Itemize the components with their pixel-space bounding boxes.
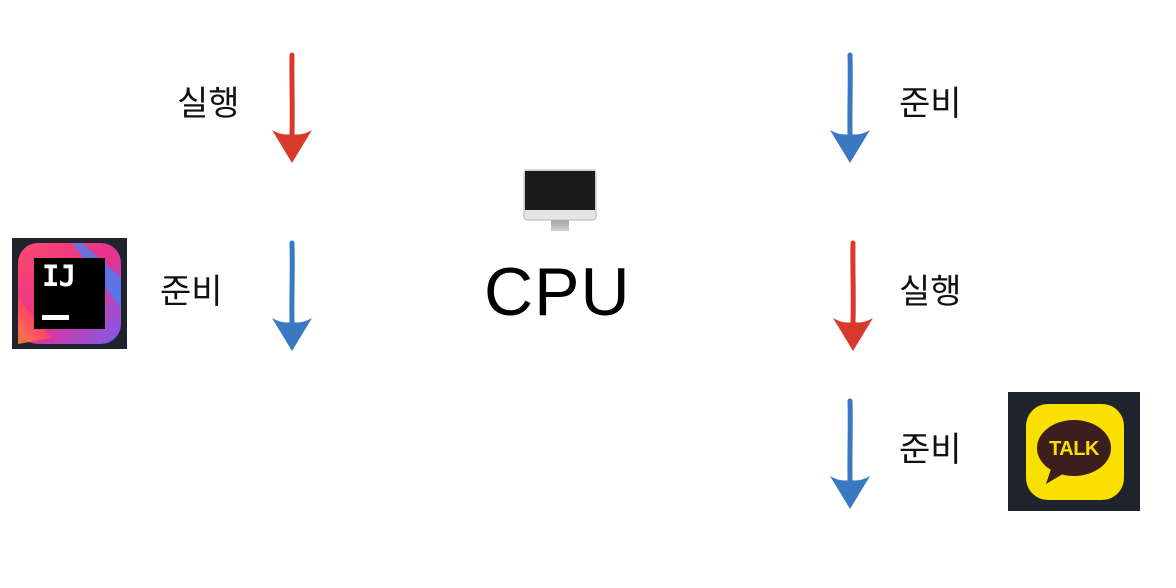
kakaotalk-icon: TALK [1008,392,1140,511]
left-step-2-label: 준비 [160,272,223,312]
right-step-3-label: 준비 [899,430,962,470]
kakaotalk-icon-text: TALK [1049,438,1099,460]
cpu-label: CPU [484,254,631,330]
desktop-monitor-icon [523,169,597,231]
left-step-1-label: 실행 [177,84,240,124]
intellij-idea-icon: IJ [12,238,127,349]
intellij-icon-text: IJ [42,259,76,293]
right-ready-arrow-1 [830,52,870,163]
left-running-arrow [272,52,312,163]
right-step-2-label: 실행 [899,272,962,312]
left-ready-arrow [272,240,312,351]
right-step-1-label: 준비 [899,84,962,124]
right-running-arrow [833,240,873,351]
right-ready-arrow-2 [830,398,870,509]
